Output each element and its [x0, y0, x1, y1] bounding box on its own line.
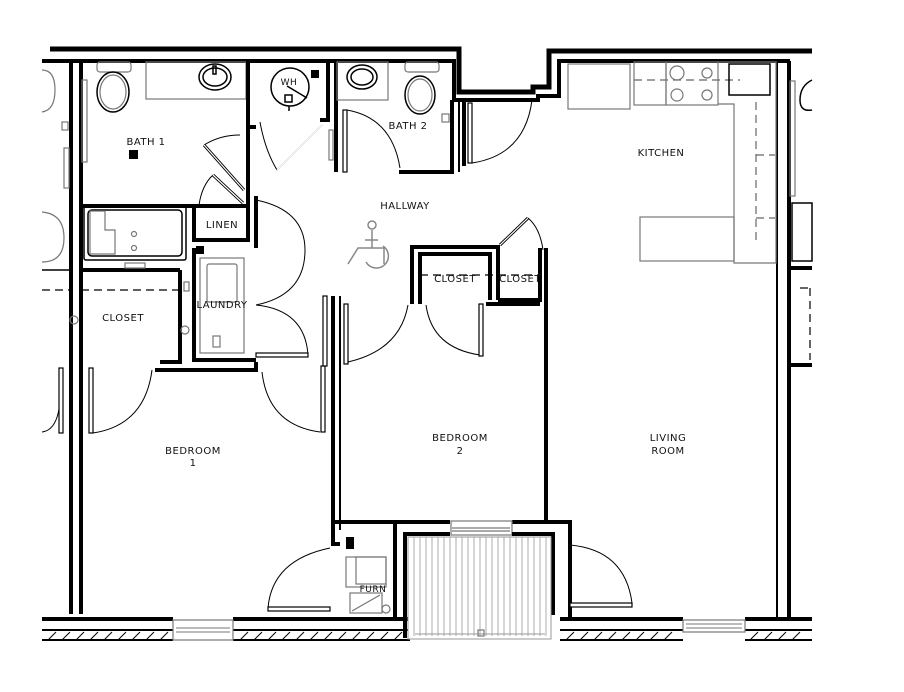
label-water-heater: WH [281, 78, 298, 88]
range-stove [665, 61, 719, 106]
kitchen [567, 61, 777, 264]
label-bedroom-2: BEDROOM [432, 433, 488, 444]
label-hallway: HALLWAY [380, 201, 430, 212]
label-closet-bedroom-1: CLOSET [102, 313, 144, 324]
bath-2 [334, 61, 460, 174]
label-linen: LINEN [206, 220, 238, 231]
bedroom-1-doors [88, 365, 326, 434]
porch-deck [407, 536, 552, 640]
linen-laundry [160, 134, 309, 364]
label-kitchen: KITCHEN [638, 148, 685, 159]
room-labels: BATH 1 BATH 2 WH KITCHEN HALLWAY LINEN L… [102, 78, 686, 595]
label-bedroom-1-number: 1 [190, 458, 197, 469]
label-closet-bedroom-2a: CLOSET [434, 274, 476, 285]
label-bath-2: BATH 2 [388, 121, 427, 132]
refrigerator [567, 63, 631, 110]
exterior-walls [42, 46, 812, 641]
window-living-room [682, 619, 746, 633]
label-room: ROOM [651, 446, 684, 457]
label-laundry: LAUNDRY [196, 300, 247, 311]
kitchen-island [639, 216, 735, 262]
label-bedroom-1: BEDROOM [165, 446, 221, 457]
closet-bedroom-1 [69, 262, 258, 372]
label-furnace: FURN [360, 585, 387, 595]
furnace-porch [267, 520, 633, 640]
wheelchair-icon [347, 220, 390, 269]
exhaust-fan-icon [129, 150, 138, 159]
label-closet-bedroom-2b: CLOSET [499, 274, 541, 285]
water-heater-icon [270, 67, 310, 107]
label-living: LIVING [650, 433, 687, 444]
water-heater-closet [246, 61, 334, 171]
hallway [347, 99, 533, 269]
neighbor-unit-left [41, 69, 71, 434]
window-bedroom-1 [172, 619, 234, 641]
bedroom-2-walls [322, 216, 548, 530]
neighbor-unit-right [789, 79, 813, 367]
label-bedroom-2-number: 2 [457, 446, 464, 457]
label-bath-1: BATH 1 [126, 137, 165, 148]
